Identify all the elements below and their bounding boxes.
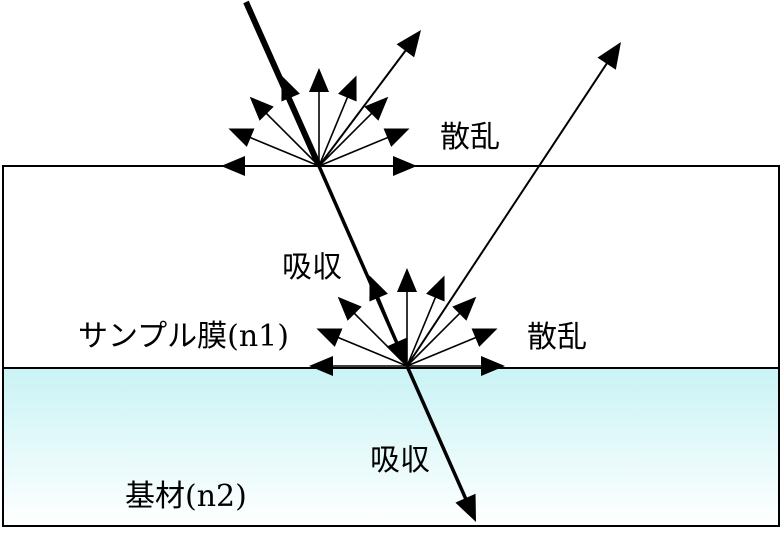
scatter-top-ray-1-head [383,128,410,147]
scatter-bottom-ray-3-shaft [406,292,438,367]
film-transmitted-beam-shaft [317,165,401,348]
substrate-layer [2,367,780,527]
scatter-top-ray-8-head [221,156,245,176]
scatter-top-ray-1-shaft [318,135,393,167]
film-transmitted-beam-head [386,337,407,366]
scatter-bottom-ray-0-head [481,356,505,376]
scatter-fan-top [221,68,417,176]
scatter-bottom-ray-2-head [452,296,477,321]
film-name-index: (n1) [227,319,289,354]
scatter-top-ray-7-head [228,128,255,147]
substrate-name-index: (n2) [185,479,247,514]
scatter-bottom-ray-8-head [309,356,333,376]
incident-beam [243,0,322,168]
film-label: サンプル膜(n1) [78,319,289,354]
scatter-top-ray-3-shaft [318,92,350,167]
scatter-bottom-ray-4-head [397,268,417,292]
scatter-label-top: 散乱 [440,120,500,155]
scatter-top-ray-2-head [364,96,389,121]
scatter-top-ray-4-head [309,68,329,92]
scatter-bottom-ray-1-shaft [406,335,481,367]
substrate-name-jp: 基材 [125,479,185,514]
substrate-transmitted-beam-head [455,493,476,522]
surface-reflected-beam-shaft [318,46,410,167]
scatter-bottom-ray-2-shaft [406,309,464,367]
scatter-top-ray-6-head [249,96,274,121]
substrate-transmitted-beam-shaft [405,365,470,504]
interface-reflected-beam-head [597,42,621,70]
scatter-top-ray-2-shaft [318,109,376,167]
absorb-label-substrate: 吸収 [370,443,430,478]
interface-reflected-beam-shaft [406,58,611,367]
scatter-label-bottom: 散乱 [527,320,587,355]
scatter-top-ray-6-shaft [262,109,320,167]
scatter-bottom-ray-6-head [337,296,362,321]
sample-film-layer [2,165,780,369]
scatter-bottom-ray-7-head [316,328,343,347]
substrate-label: 基材(n2) [125,479,247,514]
scatter-top-ray-7-shaft [245,135,320,167]
scatter-bottom-ray-7-shaft [333,335,408,367]
light-beams [243,0,621,522]
absorb-label-film: 吸収 [282,250,342,285]
film-name-jp: サンプル膜 [78,319,227,354]
surface-reflected-beam-head [396,30,421,58]
scatter-bottom-ray-1-head [471,328,498,347]
scatter-top-ray-3-head [338,75,357,102]
scatter-bottom-ray-3-head [426,275,445,302]
scatter-top-ray-0-head [393,156,417,176]
